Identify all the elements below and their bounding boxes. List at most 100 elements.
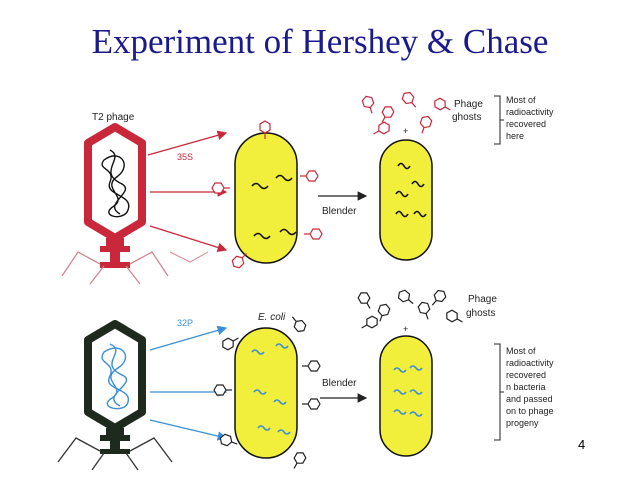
top-panel: T2 phage 35S bbox=[61, 91, 556, 285]
phage-ghost-red bbox=[304, 228, 323, 240]
phage-dna-blue bbox=[253, 389, 267, 395]
phage-ghost-dark bbox=[219, 433, 238, 447]
phage-ghost-dark bbox=[377, 303, 391, 322]
note-line: recovered bbox=[506, 119, 546, 129]
radioactivity-note: Most of radioactivity recovered n bacter… bbox=[506, 346, 556, 428]
phage-dna-blue bbox=[393, 409, 407, 415]
phage-ghost-dark bbox=[293, 452, 307, 469]
phage-ghost-dark bbox=[291, 316, 307, 333]
phage-ghost-dark bbox=[302, 360, 321, 372]
phage-baseplate bbox=[100, 262, 130, 268]
blender-label: Blender bbox=[322, 206, 357, 217]
plus-sign: + bbox=[403, 324, 408, 334]
phage-dna-blue bbox=[251, 349, 265, 355]
t2-phage-red bbox=[61, 123, 209, 285]
phage-ghosts-label: Phage ghosts bbox=[466, 294, 500, 319]
note-line: radioactivity bbox=[506, 358, 554, 368]
plus-sign: + bbox=[403, 126, 408, 136]
phage-tail bbox=[110, 441, 120, 449]
note-line: here bbox=[506, 131, 524, 141]
phage-collar bbox=[106, 428, 124, 435]
phage-tail-top bbox=[100, 246, 130, 252]
note-line: recovered bbox=[506, 370, 546, 380]
phage-dna-blue bbox=[257, 425, 271, 431]
blender-label: Blender bbox=[322, 378, 357, 389]
bottom-panel: 32P E. coli bbox=[57, 289, 556, 471]
phage-tail bbox=[110, 252, 120, 262]
isotope-32p-label: 32P bbox=[177, 318, 193, 328]
note-line: and passed bbox=[506, 394, 553, 404]
phage-ghost-red bbox=[361, 95, 375, 114]
phage-tail-top bbox=[100, 435, 130, 441]
phage-ghost-dark bbox=[397, 289, 414, 305]
tail-fibers bbox=[169, 251, 209, 263]
t2-phage-dark bbox=[57, 320, 173, 471]
phage-dna-blue bbox=[101, 343, 129, 410]
phage-ghost-dark bbox=[357, 292, 371, 309]
tail-fibers bbox=[61, 251, 169, 285]
phage-ghost-red bbox=[300, 170, 319, 182]
slide-title: Experiment of Hershey & Chase bbox=[91, 22, 549, 61]
note-line: on to phage bbox=[506, 406, 554, 416]
phage-dna-blue bbox=[393, 367, 407, 373]
phage-dna-black bbox=[395, 190, 409, 198]
note-bracket bbox=[494, 343, 504, 441]
radioactivity-note: Most of radioactivity recovered here bbox=[506, 95, 556, 141]
note-line: radioactivity bbox=[506, 107, 554, 117]
phage-ghost-red bbox=[419, 115, 433, 134]
note-line: n bacteria bbox=[506, 382, 546, 392]
phage-ghost-dark bbox=[302, 398, 321, 410]
phage-baseplate bbox=[100, 449, 130, 454]
phage-ghosts-label: Phage ghosts bbox=[452, 99, 486, 123]
phage-dna-black bbox=[253, 232, 271, 240]
t2-phage-label: T2 phage bbox=[92, 112, 135, 123]
phage-ghost-dark bbox=[446, 309, 463, 323]
phage-ghost-red bbox=[434, 97, 451, 111]
phage-dna-blue bbox=[273, 399, 287, 405]
note-line: progeny bbox=[506, 418, 539, 428]
e-coli-label: E. coli bbox=[258, 312, 286, 323]
phage-ghosts-label-line: ghosts bbox=[452, 112, 481, 123]
phage-dna-black bbox=[411, 180, 425, 188]
infection-arrow bbox=[149, 225, 228, 253]
phage-dna-black bbox=[397, 162, 411, 170]
phage-dna-black bbox=[395, 210, 409, 218]
phage-dna-black bbox=[275, 174, 293, 182]
tail-fibers bbox=[57, 437, 173, 471]
phage-ghost-dark bbox=[213, 384, 232, 396]
phage-dna-blue bbox=[409, 389, 423, 395]
phage-ghosts-label-line: ghosts bbox=[466, 308, 495, 319]
phage-ghost-dark bbox=[431, 289, 447, 306]
phage-dna-blue bbox=[277, 429, 291, 435]
bacterium-cell bbox=[379, 139, 433, 261]
infection-arrow bbox=[147, 130, 228, 156]
note-line: Most of bbox=[506, 346, 536, 356]
phage-ghost-dark bbox=[417, 301, 431, 320]
phage-dna-black bbox=[101, 149, 130, 218]
phage-ghost-red bbox=[211, 182, 230, 194]
infection-arrow bbox=[149, 325, 228, 351]
phage-ghost-red bbox=[401, 91, 417, 108]
page-number: 4 bbox=[578, 437, 586, 452]
note-bracket bbox=[494, 95, 504, 145]
phage-dna-black bbox=[279, 228, 297, 236]
phage-ghost-red bbox=[259, 120, 271, 139]
phage-ghost-red bbox=[381, 106, 395, 123]
phage-collar bbox=[106, 238, 124, 246]
phage-dna-blue bbox=[393, 389, 407, 395]
phage-dna-blue bbox=[409, 411, 423, 417]
bacterium-cell bbox=[379, 335, 433, 457]
infection-arrow bbox=[149, 419, 228, 441]
phage-ghost-red bbox=[231, 253, 247, 269]
phage-head-red bbox=[84, 123, 146, 242]
phage-ghost-dark bbox=[222, 337, 239, 351]
phage-ghost-red bbox=[373, 121, 390, 135]
phage-ghosts-label-line: Phage bbox=[454, 99, 483, 110]
phage-dna-black bbox=[251, 182, 269, 190]
phage-ghost-dark bbox=[361, 315, 378, 329]
phage-dna-black bbox=[413, 210, 427, 218]
phage-head-dark bbox=[84, 320, 146, 432]
phage-ghosts-label-line: Phage bbox=[468, 294, 497, 305]
